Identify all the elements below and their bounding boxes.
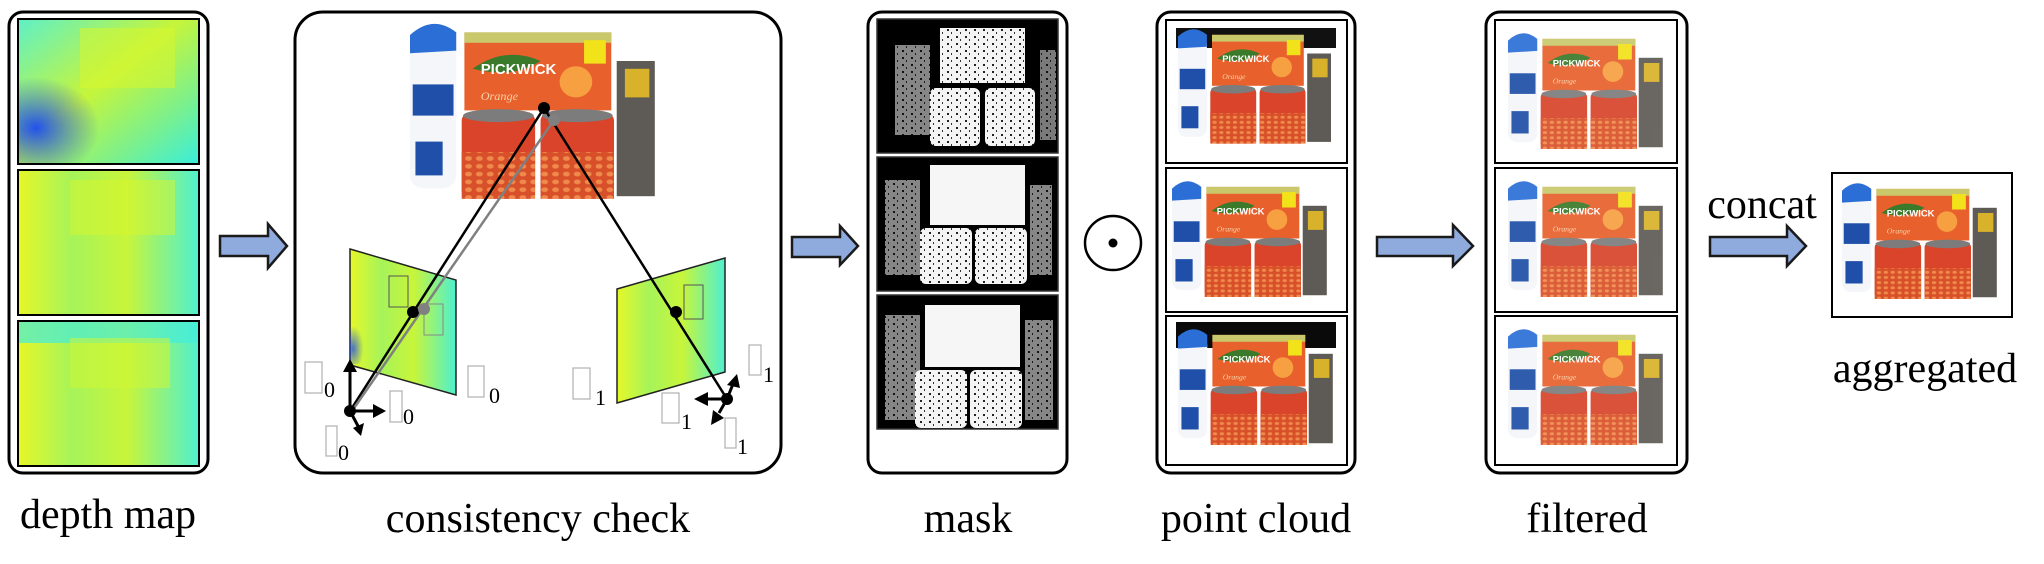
pixel-cam0-reprojected xyxy=(418,303,430,315)
consistency-check-label: consistency check xyxy=(386,496,690,542)
camera-0-axes xyxy=(343,359,386,436)
ray-point-to-cam1 xyxy=(542,107,729,400)
point-cloud-view-2 xyxy=(1165,167,1348,313)
math-label-x1: 1 xyxy=(661,392,692,434)
depth-map-frame xyxy=(7,10,210,475)
aggregated-label: aggregated xyxy=(1833,346,2017,392)
svg-text:1: 1 xyxy=(681,409,692,434)
depth-map-label: depth map xyxy=(20,492,196,538)
flow-arrow-pointcloud-to-filtered xyxy=(1375,221,1475,270)
filtered-frame xyxy=(1484,10,1689,475)
patch-box-reproj xyxy=(423,303,444,336)
svg-text:1: 1 xyxy=(595,385,606,410)
odot-dot xyxy=(1108,238,1118,248)
depth-map-panel: depth map xyxy=(7,10,210,538)
math-label-y0: 0 xyxy=(389,390,414,429)
scene-point xyxy=(538,102,550,114)
svg-text:0: 0 xyxy=(403,404,414,429)
aggregated-panel: aggregated xyxy=(1831,172,2017,392)
depth-map-view-1 xyxy=(17,18,200,165)
elementwise-product-operator xyxy=(1083,214,1143,272)
mask-panel: mask xyxy=(866,10,1069,542)
math-label-x0: 0 xyxy=(304,361,335,402)
ray-cam0-to-point xyxy=(348,107,546,412)
consistency-check-panel: 0 0 0 0 1 1 1 1 consistency ch xyxy=(293,10,783,542)
filtered-view-3 xyxy=(1494,315,1678,466)
point-cloud-panel: point cloud xyxy=(1155,10,1357,542)
filtered-view-2 xyxy=(1494,167,1678,313)
mask-view-1 xyxy=(876,18,1059,154)
filtered-label: filtered xyxy=(1526,496,1647,542)
point-cloud-view-1 xyxy=(1165,19,1348,164)
math-label-image0: 0 xyxy=(467,365,500,408)
depth-map-view-2 xyxy=(17,169,200,316)
flow-arrow-depth-to-check xyxy=(218,220,289,272)
filtered-view-1 xyxy=(1494,19,1678,164)
mask-view-2 xyxy=(876,156,1059,292)
math-label-y1: 1 xyxy=(748,344,774,387)
svg-text:0: 0 xyxy=(338,440,349,465)
consistency-check-frame xyxy=(293,10,783,475)
camera-1-axes xyxy=(694,374,740,425)
point-cloud-frame xyxy=(1155,10,1357,475)
svg-text:1: 1 xyxy=(763,362,774,387)
svg-text:0: 0 xyxy=(324,377,335,402)
mask-frame xyxy=(866,10,1069,475)
filtered-panel: filtered xyxy=(1484,10,1689,542)
math-label-z0: 0 xyxy=(325,425,349,465)
point-cloud-label: point cloud xyxy=(1161,496,1351,542)
flow-arrow-filtered-to-aggregated xyxy=(1708,222,1808,270)
camera-1-image-plane xyxy=(616,257,726,404)
math-label-z1: 1 xyxy=(724,417,748,459)
depth-map-view-3 xyxy=(17,320,200,467)
pixel-cam0 xyxy=(407,306,419,318)
mask-view-3 xyxy=(876,294,1059,430)
flow-arrow-check-to-mask xyxy=(790,222,860,269)
pixel-cam1 xyxy=(670,306,682,318)
svg-text:1: 1 xyxy=(737,434,748,459)
mask-label: mask xyxy=(924,496,1013,542)
concat-label: concat xyxy=(1707,182,1817,228)
reprojected-scene-point xyxy=(548,114,560,126)
patch-box-src xyxy=(683,284,704,320)
math-label-image1: 1 xyxy=(572,367,606,410)
ray-cam0-reprojected xyxy=(350,119,556,412)
svg-text:0: 0 xyxy=(489,383,500,408)
reconstructed-scene xyxy=(410,23,655,199)
patch-box-ref xyxy=(388,275,409,308)
point-cloud-view-3 xyxy=(1165,315,1348,466)
